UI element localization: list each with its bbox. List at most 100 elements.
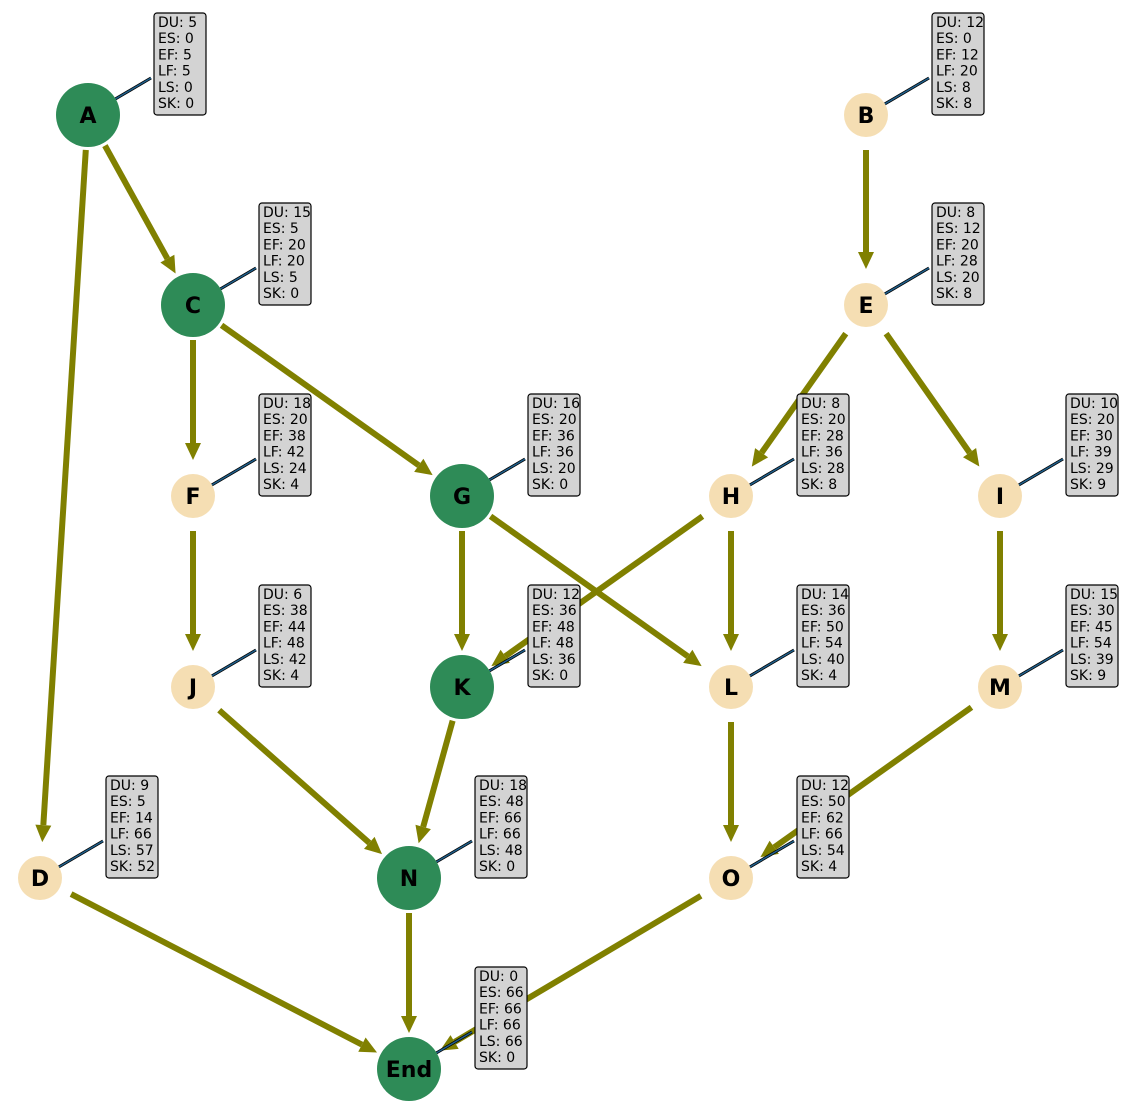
info-line: DU: 10 <box>1070 396 1118 412</box>
edge-M-O <box>760 704 974 858</box>
info-line: DU: 12 <box>532 587 580 603</box>
info-line: LF: 54 <box>1070 636 1112 652</box>
arrowhead <box>751 448 769 467</box>
info-line: SK: 9 <box>1070 477 1106 493</box>
info-box-frame <box>931 202 985 306</box>
info-line: DU: 6 <box>263 587 302 603</box>
node-L: L <box>709 665 753 709</box>
info-line: LS: 39 <box>1070 652 1114 668</box>
info-line: SK: 0 <box>532 668 568 684</box>
arrowhead <box>414 458 433 476</box>
info-line: EF: 66 <box>479 810 522 826</box>
node-circle <box>978 665 1022 709</box>
info-line: LF: 54 <box>801 636 843 652</box>
edge-G-L <box>488 513 702 667</box>
node-label: H <box>722 485 740 510</box>
edge-N-End <box>401 913 417 1033</box>
info-line: ES: 20 <box>263 412 308 428</box>
node-circle <box>709 665 753 709</box>
node-label: K <box>453 676 471 701</box>
edges-layer <box>35 144 1008 1053</box>
arrowhead <box>415 824 431 844</box>
edge-B-E <box>858 150 874 269</box>
info-line: LF: 48 <box>263 636 305 652</box>
info-line: ES: 20 <box>1070 412 1115 428</box>
info-line: EF: 62 <box>801 810 844 826</box>
info-box-frame <box>105 775 159 879</box>
info-line: ES: 66 <box>479 985 524 1001</box>
node-circle <box>377 846 441 910</box>
node-I: I <box>978 474 1022 518</box>
info-box-frame <box>1065 393 1119 497</box>
info-line: SK: 4 <box>263 477 299 493</box>
info-line: DU: 12 <box>801 778 849 794</box>
edge-A-C <box>102 144 176 274</box>
node-label: D <box>31 867 49 892</box>
info-line: LS: 40 <box>801 652 845 668</box>
info-line: LF: 36 <box>801 445 843 461</box>
info-line: LS: 20 <box>532 461 576 477</box>
edge-line <box>219 322 421 468</box>
node-circle <box>430 655 494 719</box>
node-label: I <box>996 485 1004 510</box>
node-circle <box>709 856 753 900</box>
info-line: SK: 8 <box>936 96 972 112</box>
info-line: SK: 8 <box>801 477 837 493</box>
info-line: EF: 50 <box>801 619 844 635</box>
info-line: LS: 0 <box>158 80 193 96</box>
info-line: SK: 9 <box>1070 668 1106 684</box>
info-line: DU: 14 <box>801 587 849 603</box>
info-line: LF: 20 <box>936 64 978 80</box>
node-circle <box>709 474 753 518</box>
arrowhead <box>963 448 980 467</box>
info-box-frame <box>258 202 312 306</box>
info-box-frame <box>474 966 528 1070</box>
info-line: LS: 54 <box>801 843 845 859</box>
info-line: LS: 57 <box>110 843 154 859</box>
info-line: DU: 0 <box>479 969 518 985</box>
info-box-frame <box>258 393 312 497</box>
node-label: End <box>386 1058 432 1083</box>
node-End: End <box>377 1037 441 1101</box>
info-line: SK: 0 <box>532 477 568 493</box>
arrowhead <box>185 443 201 460</box>
node-circle <box>978 474 1022 518</box>
node-circle <box>171 665 215 709</box>
node-O: O <box>709 856 753 900</box>
node-circle <box>56 83 120 147</box>
info-line: DU: 18 <box>479 778 527 794</box>
node-N: N <box>377 846 441 910</box>
node-label: O <box>722 867 741 892</box>
info-line: EF: 14 <box>110 810 153 826</box>
node-label: M <box>989 676 1011 701</box>
info-line: SK: 0 <box>479 859 515 875</box>
info-line: SK: 0 <box>158 96 194 112</box>
node-J: J <box>171 665 215 709</box>
info-box-A: DU: 5ES: 0EF: 5LF: 5LS: 0SK: 0 <box>153 12 207 116</box>
info-line: EF: 36 <box>532 428 575 444</box>
info-line: LS: 20 <box>936 270 980 286</box>
info-line: LS: 48 <box>479 843 523 859</box>
info-line: SK: 4 <box>263 668 299 684</box>
info-line: DU: 5 <box>158 15 197 31</box>
node-label: G <box>453 485 471 510</box>
info-line: EF: 5 <box>158 47 192 63</box>
node-H: H <box>709 474 753 518</box>
edge-D-End <box>69 891 378 1053</box>
node-circle <box>161 273 225 337</box>
node-D: D <box>18 856 62 900</box>
info-box-frame <box>153 12 207 116</box>
